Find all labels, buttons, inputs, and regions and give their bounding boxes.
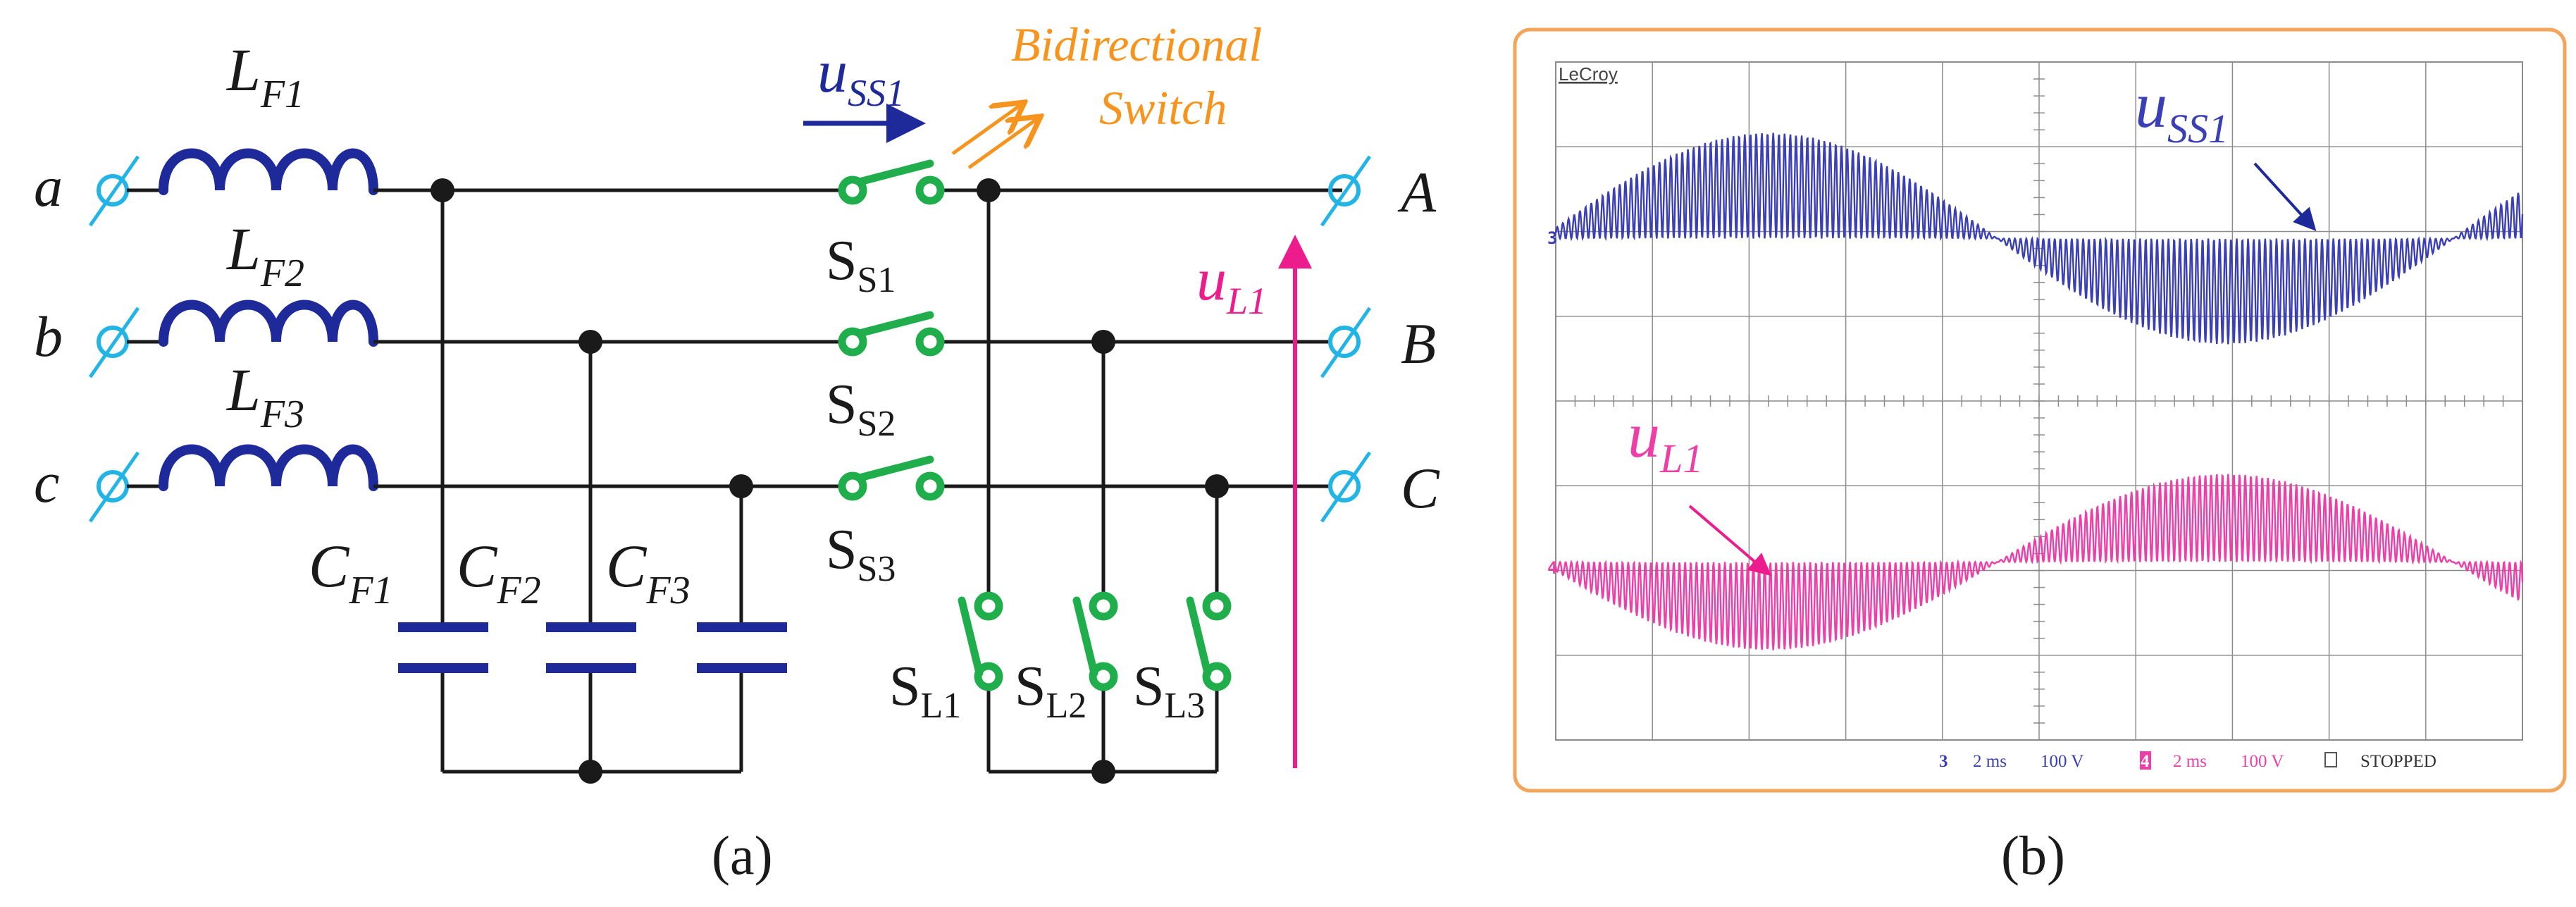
- input-label-c: c: [34, 450, 59, 514]
- oscilloscope-frame: [1513, 27, 2567, 793]
- ul1-label: uL1: [1196, 245, 1267, 322]
- circuit-diagram-panel: a b c LF1 LF2 LF3: [34, 18, 1440, 886]
- output-terminal-a: [1320, 155, 1372, 227]
- bidirectional-arrows: [951, 104, 1038, 170]
- switch-sl1: [958, 591, 1003, 691]
- switch-ss3: [838, 455, 945, 501]
- scope-brand: LeCroy: [1559, 63, 1618, 85]
- channel-marker-3: 3: [1547, 228, 1557, 248]
- status-box-icon: [2324, 752, 2337, 767]
- output-label-b: B: [1401, 311, 1436, 376]
- capacitor-label-cf3: CF3: [606, 532, 691, 612]
- status-state: STOPPED: [2360, 752, 2436, 771]
- input-label-a: a: [34, 154, 63, 218]
- switch-label-sl3: SL3: [1133, 655, 1205, 726]
- status-ch4-volt: 100 V: [2241, 752, 2284, 771]
- inductor-label-lf2: LF2: [225, 215, 304, 295]
- trace-label-uss1: uSS1: [2135, 69, 2229, 152]
- output-label-c: C: [1401, 456, 1440, 520]
- switch-label-sl2: SL2: [1015, 655, 1086, 726]
- switch-ss1: [838, 159, 945, 205]
- output-label-a: A: [1397, 160, 1437, 224]
- input-wires: [127, 188, 163, 488]
- trace-ul1: [1554, 474, 2524, 650]
- capacitor-label-cf1: CF1: [309, 532, 393, 612]
- inductor-label-lf1: LF1: [225, 36, 304, 116]
- circuit-diagram: a b c LF1 LF2 LF3: [34, 18, 1440, 886]
- switch-label-sl1: SL1: [889, 655, 961, 726]
- status-ch4-box: [2140, 751, 2151, 770]
- scope-status-bar: 3 2 ms 100 V 4 2 ms 100 V STOPPED: [1939, 751, 2436, 771]
- uss1-label: uSS1: [817, 37, 905, 114]
- input-label-b: b: [34, 304, 63, 369]
- status-ch3-volt: 100 V: [2041, 752, 2083, 771]
- status-ch3-id: 3: [1939, 752, 1948, 771]
- switch-ss2: [838, 311, 945, 357]
- channel-marker-4: 4: [1547, 558, 1557, 578]
- oscilloscope-panel: LeCroy 3 4 uSS1 uL1 3 2 ms 100 V 4 2 ms …: [1508, 0, 2576, 903]
- capacitor-cf3: [697, 622, 787, 673]
- junction-dots: [431, 178, 1229, 784]
- bidirectional-label-line2: Switch: [1099, 81, 1227, 135]
- bidirectional-label-line1: Bidirectional: [1011, 18, 1262, 71]
- trace-pointer-uss1: [2253, 162, 2317, 231]
- trace-pointer-ul1: [1688, 505, 1772, 576]
- trace-uss1: [1554, 132, 2524, 345]
- oscilloscope-figure: LeCroy 3 4 uSS1 uL1 3 2 ms 100 V 4 2 ms …: [1513, 27, 2567, 886]
- switch-sl2: [1072, 591, 1118, 691]
- status-ch4-id: 4: [2141, 752, 2150, 771]
- capacitor-label-cf2: CF2: [457, 532, 541, 612]
- trace-label-ul1: uL1: [1628, 399, 1703, 481]
- status-ch3-time: 2 ms: [1973, 752, 2007, 771]
- switch-label-ss1: SS1: [826, 230, 896, 300]
- switch-label-ss3: SS3: [826, 519, 896, 589]
- inductor-label-lf3: LF3: [225, 356, 304, 436]
- switch-label-ss2: SS2: [826, 374, 896, 444]
- output-terminal-c: [1320, 451, 1372, 523]
- capacitor-cf2: [546, 622, 636, 673]
- switch-sl3: [1186, 591, 1232, 691]
- inductor-lf2: [159, 300, 378, 347]
- panel-b-caption: (b): [2001, 825, 2065, 886]
- status-ch4-time: 2 ms: [2173, 752, 2207, 771]
- capacitor-cf1: [398, 622, 488, 673]
- inductor-lf1: [159, 148, 378, 195]
- output-terminal-b: [1320, 307, 1372, 378]
- panel-a-caption: (a): [712, 825, 773, 886]
- inductor-lf3: [159, 444, 378, 491]
